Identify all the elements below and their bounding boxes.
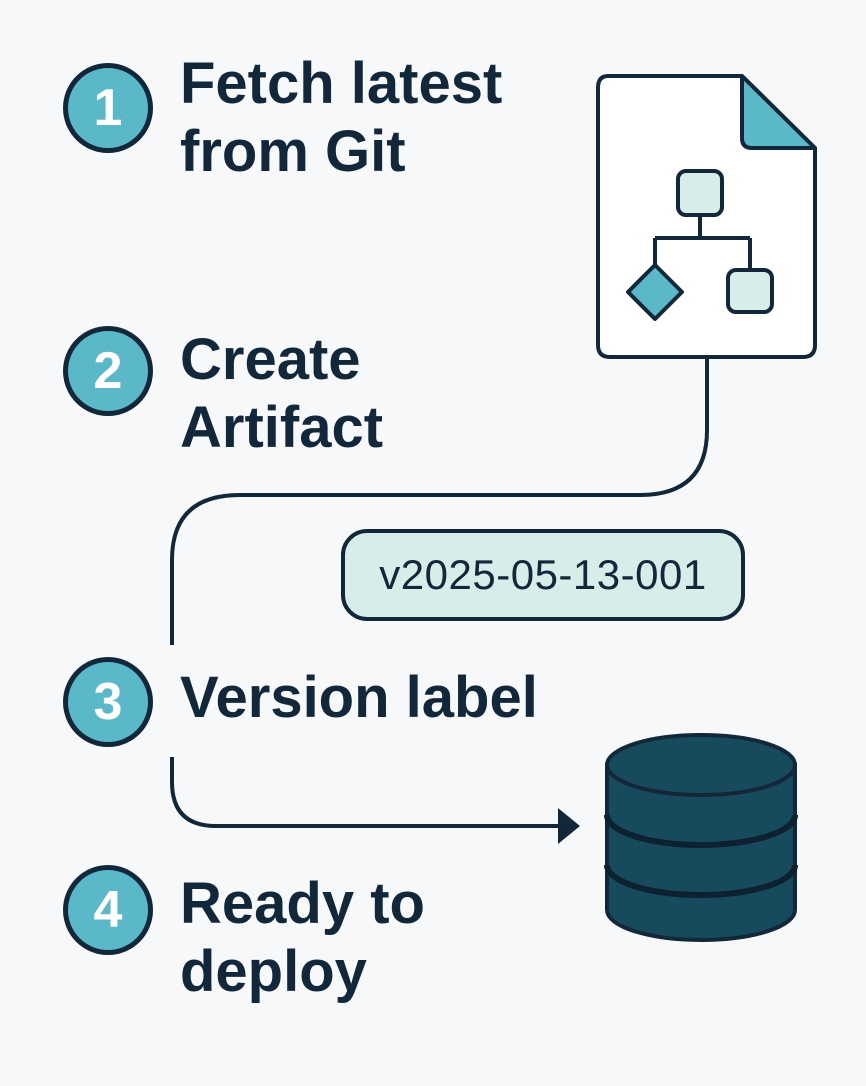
step-3-label-line1: Version label bbox=[180, 665, 538, 730]
step-2-label-line2: Artifact bbox=[180, 395, 384, 460]
step-1-label-line1: Fetch latest bbox=[180, 51, 503, 116]
database-icon bbox=[604, 733, 798, 942]
step-1-badge: 1 bbox=[63, 63, 153, 153]
step-4-label-line1: Ready to bbox=[180, 871, 425, 936]
document-flowchart-icon bbox=[596, 74, 817, 359]
step-4-label: Ready to deploy bbox=[180, 870, 425, 1006]
connector-version-to-database bbox=[170, 757, 560, 828]
step-1-label-line2: from Git bbox=[180, 119, 406, 184]
version-tag: v2025-05-13-001 bbox=[341, 529, 745, 621]
step-1-label: Fetch latest from Git bbox=[180, 50, 502, 186]
step-2-label-line1: Create bbox=[180, 327, 361, 392]
step-3-label: Version label bbox=[180, 664, 538, 732]
connector-artifact-to-version bbox=[170, 358, 709, 645]
step-3-badge: 3 bbox=[63, 657, 153, 747]
step-4-badge: 4 bbox=[63, 865, 153, 955]
step-4-label-line2: deploy bbox=[180, 939, 367, 1004]
step-2-label: Create Artifact bbox=[180, 326, 383, 462]
arrowhead-icon bbox=[558, 808, 580, 844]
step-2-badge: 2 bbox=[63, 326, 153, 416]
